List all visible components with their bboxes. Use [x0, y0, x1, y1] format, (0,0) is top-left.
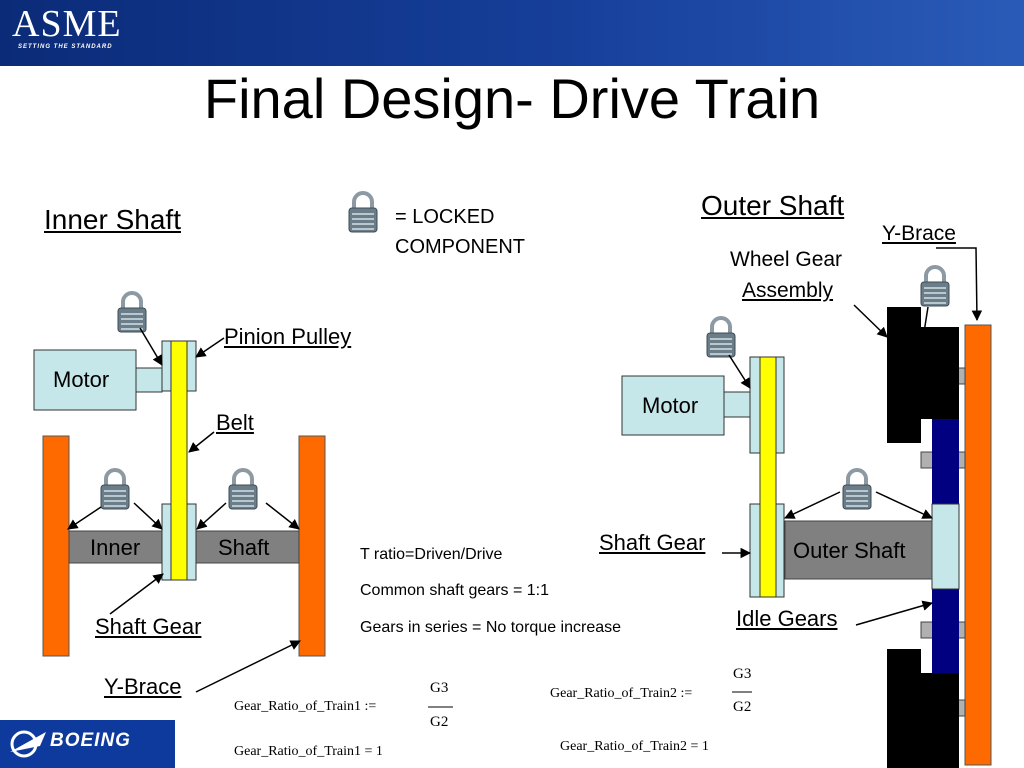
lock-icon	[116, 291, 148, 334]
inner-shaft-label-right: Shaft	[218, 535, 270, 560]
belt	[170, 340, 188, 581]
asme-tagline: SETTING THE STANDARD	[18, 44, 113, 50]
lock-icon	[99, 468, 131, 511]
inner-motor	[33, 349, 137, 411]
outer-shaft-heading: Outer Shaft	[701, 190, 845, 221]
wheel-gear-label-line1: Wheel Gear	[730, 248, 843, 271]
lock-icon	[841, 468, 873, 511]
formula2-lhs: Gear_Ratio_of_Train2 :=	[550, 686, 693, 701]
outer-shaft-label: Outer Shaft	[793, 538, 906, 563]
wheel-gear-label-line2: Assembly	[742, 279, 834, 302]
y-brace-left	[42, 435, 70, 657]
formula1-numerator: G3	[430, 680, 449, 696]
pinion-pulley-label: Pinion Pulley	[224, 324, 352, 349]
outer-y-brace-label: Y-Brace	[882, 222, 956, 245]
boeing-wordmark: BOEING	[50, 730, 131, 751]
formula1-result: Gear_Ratio_of_Train1 = 1	[234, 744, 383, 759]
page-title: Final Design- Drive Train	[203, 67, 821, 130]
lock-icon	[919, 265, 951, 308]
boeing-logo: BOEING	[0, 720, 175, 768]
legend-line2: COMPONENT	[395, 236, 525, 258]
formula1-lhs: Gear_Ratio_of_Train1 :=	[234, 699, 377, 714]
belt-label: Belt	[216, 410, 254, 435]
inner-shaft-label-left: Inner	[90, 535, 141, 560]
outer-motor-label: Motor	[642, 393, 699, 418]
asme-logo: ASME	[12, 3, 122, 45]
idle-gear	[932, 419, 959, 504]
outer-shaft	[784, 520, 933, 580]
lock-icon	[227, 468, 259, 511]
idle-gear	[932, 589, 959, 673]
outer-assembly	[621, 247, 992, 768]
idle-gears-label: Idle Gears	[736, 606, 838, 631]
header-bar: ASME SETTING THE STANDARD	[0, 0, 1024, 66]
note-common-shaft: Common shaft gears = 1:1	[360, 582, 549, 599]
note-t-ratio: T ratio=Driven/Drive	[360, 546, 503, 563]
formula2-denominator: G2	[733, 699, 752, 715]
legend-line1: = LOCKED	[395, 206, 495, 228]
boeing-emblem-icon	[10, 730, 46, 758]
shaft-gear-label: Shaft Gear	[95, 614, 202, 639]
lock-icon	[705, 316, 737, 359]
y-brace-right	[298, 435, 326, 657]
outer-motor	[621, 375, 725, 436]
motor-shaft	[135, 367, 163, 393]
inner-assembly	[33, 291, 326, 693]
outer-shaft-gear-label: Shaft Gear	[599, 530, 706, 555]
lock-icon	[347, 191, 379, 234]
formula2-numerator: G3	[733, 666, 752, 682]
outer-y-brace	[964, 324, 992, 766]
inner-motor-label: Motor	[53, 367, 110, 392]
outer-belt	[759, 356, 777, 598]
inner-shaft-heading: Inner Shaft	[44, 204, 181, 235]
outer-shaft-gear	[931, 503, 960, 590]
formula2-result: Gear_Ratio_of_Train2 = 1	[560, 739, 709, 754]
note-gears-series: Gears in series = No torque increase	[360, 619, 622, 636]
formula1-denominator: G2	[430, 714, 449, 730]
y-brace-label: Y-Brace	[104, 674, 182, 699]
